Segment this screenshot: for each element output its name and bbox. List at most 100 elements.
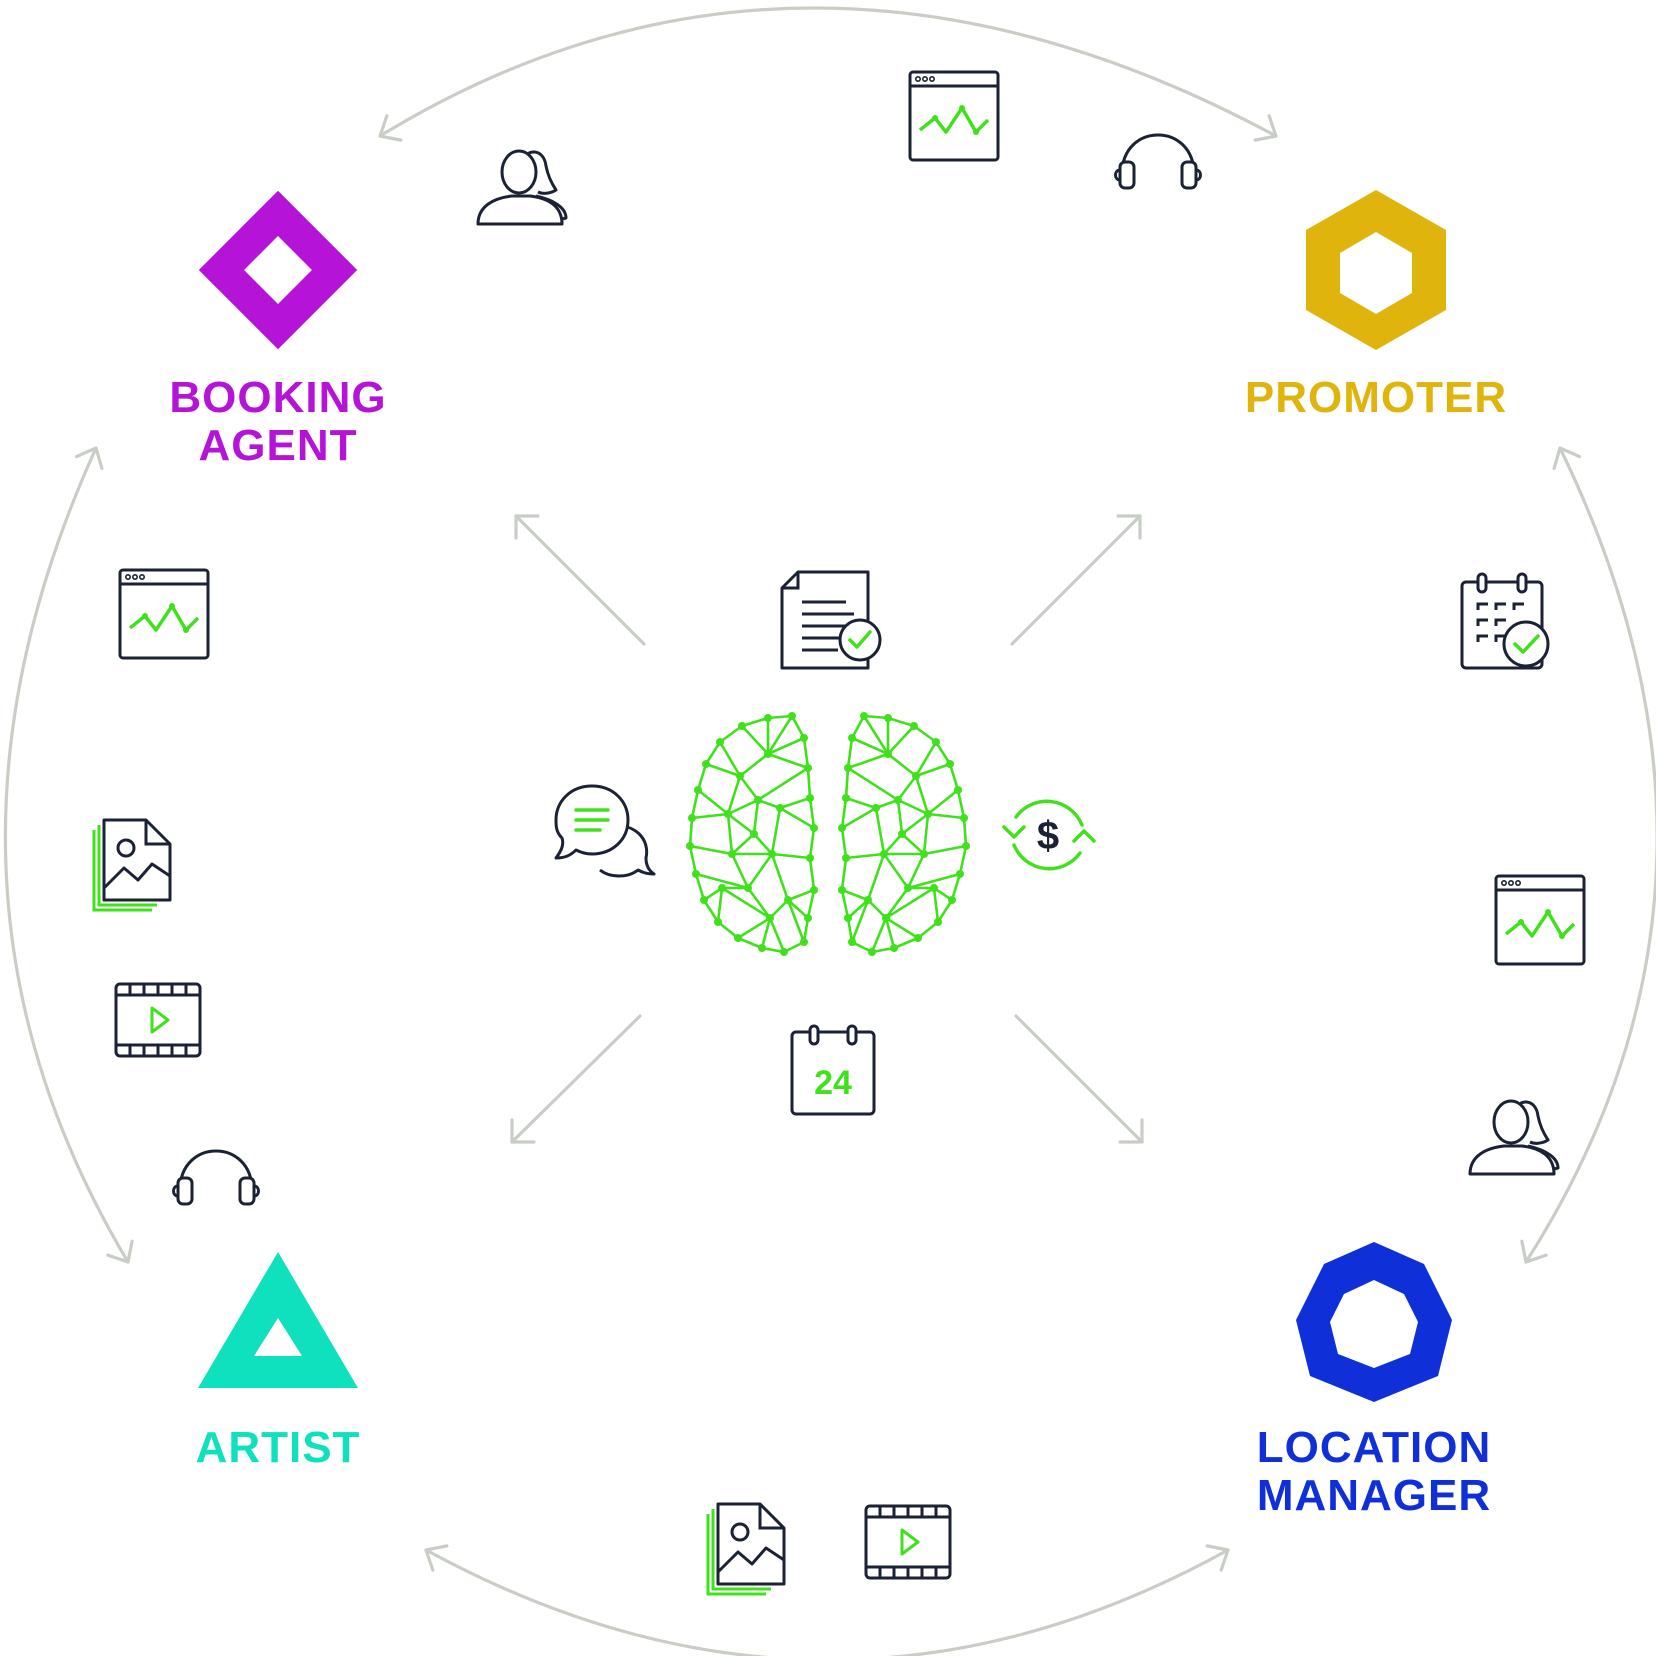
calendar-check-icon — [1460, 572, 1550, 670]
users-icon — [1468, 1099, 1560, 1176]
brain-edge — [948, 763, 960, 791]
brain-node — [702, 760, 710, 768]
brain-node — [838, 824, 846, 832]
brain-edge — [766, 715, 794, 755]
brain-node — [764, 750, 772, 758]
brain-edge — [689, 844, 733, 856]
brain-node — [924, 810, 932, 818]
brain-edge — [704, 741, 722, 765]
brain-node — [788, 712, 796, 720]
brain-edge — [907, 872, 961, 890]
brain-edge — [790, 715, 806, 739]
arc-top — [378, 6, 1278, 138]
brain-edge — [847, 899, 869, 919]
brain-edge — [731, 833, 755, 855]
brain-node — [904, 884, 912, 892]
image-stack-icon — [92, 818, 172, 912]
brain-edge — [757, 766, 809, 802]
brain-edge — [866, 853, 886, 901]
brain-node — [734, 934, 742, 942]
browser-chart-icon — [118, 568, 210, 660]
brain-edge — [885, 916, 919, 940]
brain-edge — [846, 917, 854, 943]
brain-edge — [927, 812, 965, 820]
brain-node — [946, 760, 954, 768]
brain-node — [810, 886, 818, 894]
brain-node — [844, 764, 852, 772]
brain-node — [744, 884, 752, 892]
brain-edge — [914, 741, 938, 777]
calendar-24-icon: 24 — [790, 1024, 876, 1116]
brain-edge — [906, 853, 926, 889]
users-icon — [476, 149, 568, 226]
brain-node — [884, 714, 892, 722]
brain-edge — [884, 917, 896, 949]
brain-edge — [767, 736, 805, 756]
brain-edge — [862, 715, 890, 755]
headphones-icon — [1114, 133, 1202, 190]
brain-edge — [808, 827, 816, 859]
video-player-icon — [114, 982, 202, 1058]
brain-node — [848, 734, 856, 742]
brain-node — [750, 830, 758, 838]
brain-edge — [739, 752, 769, 778]
center-arrows — [510, 514, 1144, 1144]
booking-agent-label-line1: BOOKING — [169, 373, 386, 422]
brain-edge — [897, 798, 929, 816]
brain-node — [724, 810, 732, 818]
brain-network-icon — [686, 712, 970, 956]
arrow-to-promoter — [1010, 514, 1142, 646]
brain-edge — [847, 752, 889, 770]
svg-text:$: $ — [1037, 814, 1059, 858]
brain-node — [738, 722, 746, 730]
browser-chart-icon — [908, 70, 1000, 162]
brain-edge — [802, 737, 810, 769]
brain-edge — [717, 920, 739, 940]
arc-left — [3, 446, 130, 1264]
brain-edge — [753, 833, 773, 855]
brain-node — [804, 914, 812, 922]
arc-right — [1524, 446, 1656, 1264]
brain-edge — [760, 917, 772, 949]
brain-node — [804, 764, 812, 772]
brain-node — [700, 896, 708, 904]
dollar-refresh-icon: $ — [1002, 799, 1096, 871]
brain-node — [954, 786, 962, 794]
brain-edge — [771, 852, 811, 860]
brain-node — [960, 814, 968, 822]
brain-edge — [893, 936, 919, 950]
brain-edge — [746, 853, 774, 889]
brain-edge — [896, 799, 904, 835]
brain-node — [884, 750, 892, 758]
brain-node — [766, 914, 774, 922]
brain-node — [728, 850, 736, 858]
triangle-icon — [198, 1252, 358, 1388]
brain-node — [920, 850, 928, 858]
brain-edge — [927, 788, 959, 816]
brain-node — [844, 914, 852, 922]
brain-edge — [769, 899, 789, 919]
brain-edge — [840, 797, 848, 829]
promoter-label: PROMOTER — [1245, 373, 1507, 422]
video-player-icon — [864, 1504, 952, 1580]
arrow-to-booking-agent — [514, 514, 646, 646]
brain-node — [868, 948, 876, 956]
brain-edge — [962, 817, 968, 847]
brain-edge — [850, 899, 870, 943]
brain-edge — [882, 853, 910, 889]
outer-ring — [3, 6, 1656, 1656]
brain-node — [714, 918, 722, 926]
brain-edge — [697, 788, 729, 816]
brain-edge — [719, 724, 743, 744]
brain-edge — [726, 813, 734, 855]
document-check-icon — [780, 570, 882, 670]
brain-edge — [867, 899, 887, 919]
brain-edge — [702, 899, 720, 923]
brain-edge — [737, 936, 763, 950]
brain-node — [838, 886, 846, 894]
brain-node — [718, 884, 726, 892]
brain-edge — [923, 844, 967, 856]
brain-edge — [738, 775, 760, 801]
arc-bottom — [424, 1548, 1230, 1656]
brain-edge — [863, 714, 889, 720]
